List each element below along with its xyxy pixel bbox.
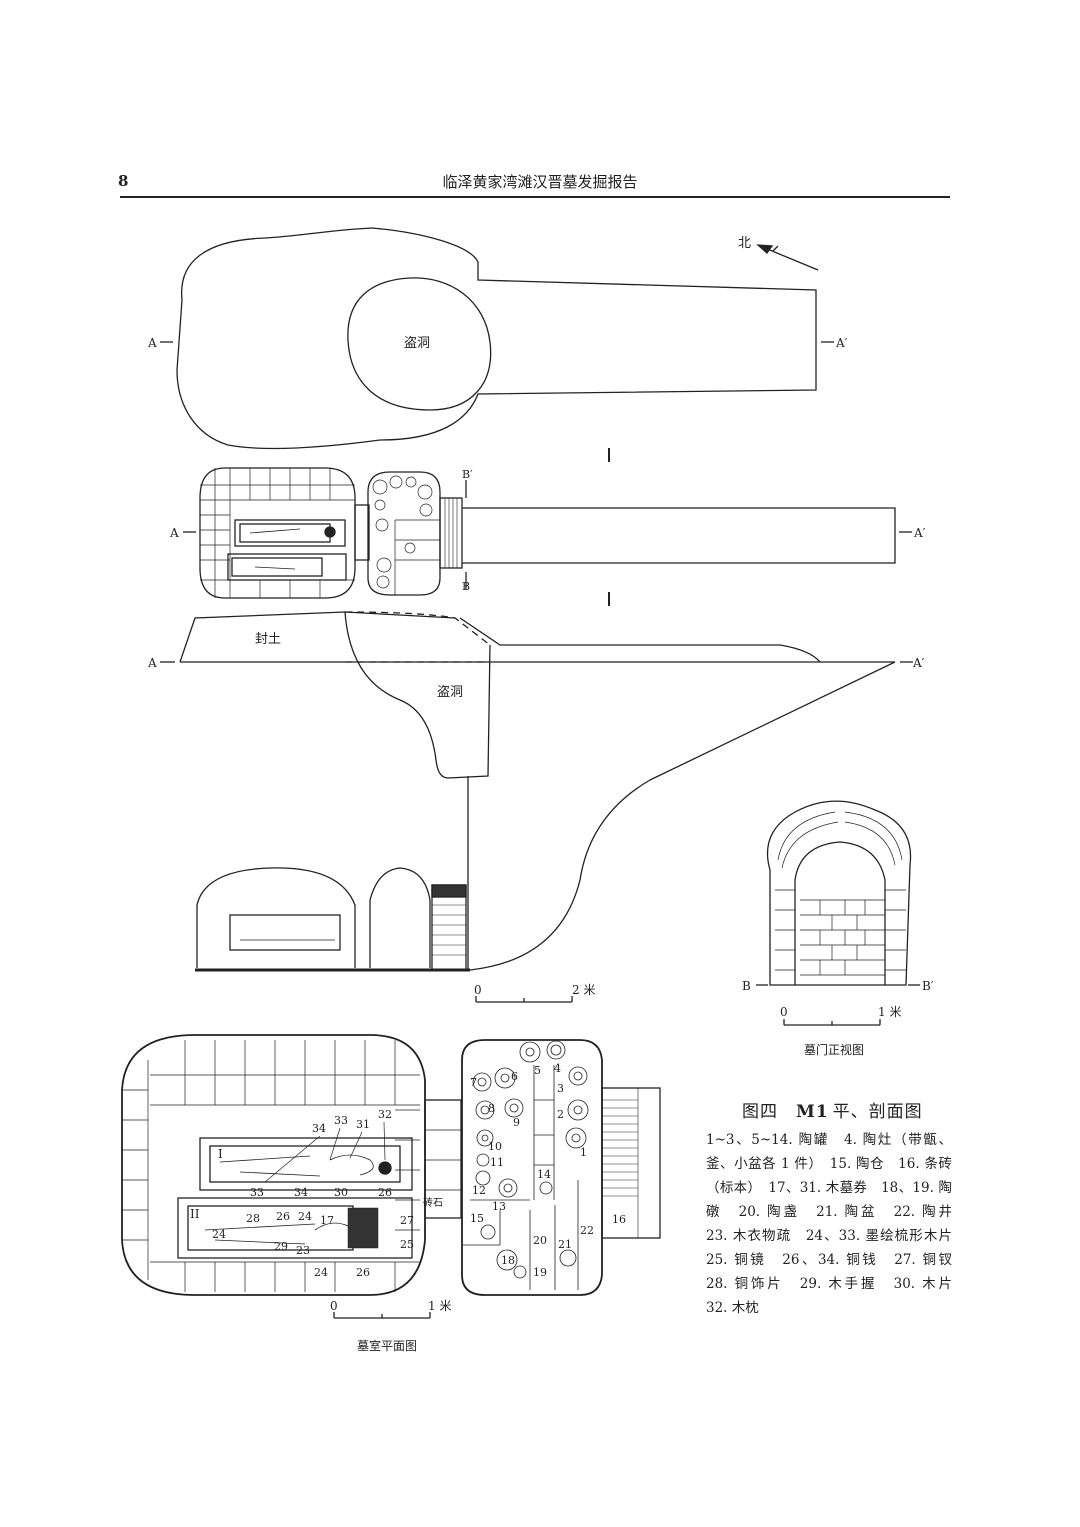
section-label-b-mid: B xyxy=(462,580,470,593)
object-label-4: 4 xyxy=(554,1062,561,1075)
figure-number: 图四 xyxy=(742,1102,778,1122)
object-label-25: 25 xyxy=(400,1238,414,1251)
figure-code: M1 xyxy=(796,1102,829,1122)
page-number: 8 xyxy=(118,172,129,190)
north-label: 北 xyxy=(738,236,751,251)
object-label-13: 13 xyxy=(492,1200,506,1213)
object-label-31: 31 xyxy=(356,1118,370,1131)
coffin-i-label: I xyxy=(218,1147,223,1161)
object-label-21: 21 xyxy=(558,1238,572,1251)
figure-title-text: 平、剖面图 xyxy=(832,1102,923,1122)
object-label-2: 2 xyxy=(557,1108,564,1121)
object-label-5: 5 xyxy=(534,1064,541,1077)
chamber-plan-detail xyxy=(121,1034,661,1296)
section-label-a-top: A xyxy=(147,336,157,350)
object-label-6: 6 xyxy=(511,1070,518,1083)
object-label-7: 7 xyxy=(470,1076,477,1089)
object-label-26-a: 26 xyxy=(378,1186,392,1199)
header-rule xyxy=(120,196,950,198)
chamber-plan-caption: 墓室平面图 xyxy=(357,1338,417,1353)
section-label-a-prime-top: A′ xyxy=(835,336,848,350)
object-label-26-b: 26 xyxy=(276,1210,290,1223)
object-label-18: 18 xyxy=(501,1254,515,1267)
object-label-10: 10 xyxy=(488,1140,502,1153)
object-label-3: 3 xyxy=(557,1082,564,1095)
object-label-27: 27 xyxy=(400,1214,414,1227)
coffin-ii-label: II xyxy=(190,1207,200,1221)
mound-fill-label: 封土 xyxy=(255,632,281,647)
longitudinal-section xyxy=(160,611,913,972)
looting-hole-label-section: 盗洞 xyxy=(437,684,463,700)
north-arrow-icon xyxy=(756,244,819,271)
object-number-labels: 1 2 3 4 5 6 7 8 9 10 11 12 13 14 15 16 1… xyxy=(212,1062,626,1279)
object-label-34-b: 34 xyxy=(294,1186,308,1199)
object-label-19: 19 xyxy=(533,1266,547,1279)
tomb-door-elevation xyxy=(756,800,920,986)
object-label-34-a: 34 xyxy=(312,1122,326,1135)
door-label-b-prime: B′ xyxy=(922,979,934,993)
chamber-scale-zero: 0 xyxy=(330,1299,338,1313)
object-label-29: 29 xyxy=(274,1240,288,1253)
section-scale-bar xyxy=(475,996,573,1003)
looting-hole-label-top: 盗洞 xyxy=(404,335,430,351)
section-label-a-prime-sec: A′ xyxy=(912,656,925,670)
object-label-14: 14 xyxy=(537,1168,551,1181)
object-label-12: 12 xyxy=(472,1184,486,1197)
chamber-scale-end: 1 米 xyxy=(428,1299,451,1313)
door-scale-bar xyxy=(783,1019,881,1026)
object-label-11: 11 xyxy=(490,1156,504,1169)
section-scale-end: 2 米 xyxy=(572,983,595,997)
door-view-caption: 墓门正视图 xyxy=(804,1042,864,1057)
brick-label: 砖石 xyxy=(423,1196,443,1209)
object-label-24-c: 24 xyxy=(314,1266,328,1279)
door-scale-end: 1 米 xyxy=(878,1005,901,1019)
section-label-b-prime-mid: B′ xyxy=(462,468,473,481)
running-title: 临泽黄家湾滩汉晋墓发掘报告 xyxy=(442,173,638,191)
object-label-24-b: 24 xyxy=(212,1228,226,1241)
object-label-20: 20 xyxy=(533,1234,547,1247)
section-label-a-prime-mid: A′ xyxy=(913,526,926,540)
object-label-22: 22 xyxy=(580,1224,594,1237)
section-label-a-sec: A xyxy=(147,656,157,670)
object-label-9: 9 xyxy=(513,1116,520,1129)
object-label-33-b: 33 xyxy=(250,1186,264,1199)
chamber-scale-bar xyxy=(333,1312,431,1319)
door-label-b: B xyxy=(742,979,751,993)
section-label-a-mid: A xyxy=(169,526,179,540)
figure-legend: 1~3、5~14. 陶罐 4. 陶灶（带甑、釜、小盆各 1 件） 15. 陶仓 … xyxy=(706,1132,966,1316)
object-label-32: 32 xyxy=(378,1108,392,1121)
section-scale-zero: 0 xyxy=(474,983,482,997)
object-label-33-a: 33 xyxy=(334,1114,348,1127)
object-label-16: 16 xyxy=(612,1213,626,1226)
object-label-17: 17 xyxy=(320,1214,334,1227)
object-label-15: 15 xyxy=(470,1212,484,1225)
object-label-8: 8 xyxy=(488,1102,495,1115)
object-label-23: 23 xyxy=(296,1244,310,1257)
door-scale-zero: 0 xyxy=(780,1005,788,1019)
object-label-28: 28 xyxy=(246,1212,260,1225)
surface-plan xyxy=(160,227,834,450)
chamber-plan-small xyxy=(183,467,912,599)
object-label-30: 30 xyxy=(334,1186,348,1199)
object-label-1: 1 xyxy=(580,1146,587,1159)
object-label-24-a: 24 xyxy=(298,1210,312,1223)
object-label-26-c: 26 xyxy=(356,1266,370,1279)
